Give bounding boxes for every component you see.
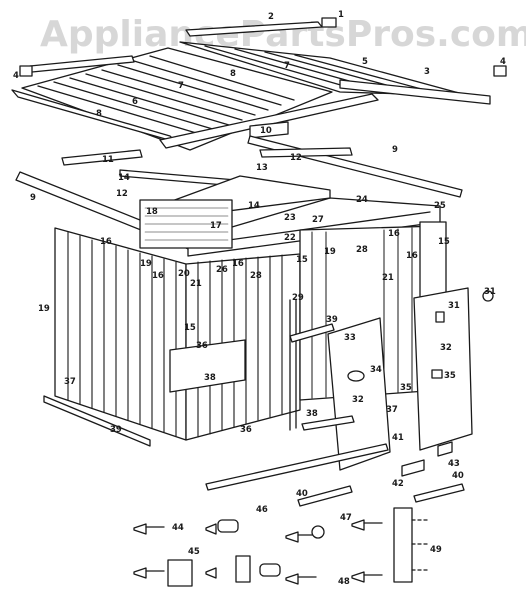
part-callout-15: 15 (438, 237, 450, 247)
rear-gable (139, 175, 331, 249)
part-callout-33: 33 (344, 333, 356, 343)
part-callout-16: 16 (152, 271, 164, 281)
part-callout-11: 11 (102, 155, 114, 165)
part-callout-35: 35 (400, 383, 412, 393)
floor-rail-right (289, 323, 465, 507)
part-callout-13: 13 (256, 163, 268, 173)
part-callout-22: 22 (284, 233, 296, 243)
sliding-door-right (413, 287, 473, 451)
part-callout-45: 45 (188, 547, 200, 557)
part-callout-4: 4 (500, 57, 506, 67)
watermark-text: AppliancePartsPros.com (40, 14, 526, 55)
part-callout-32: 32 (352, 395, 364, 405)
roof-beam (159, 93, 379, 149)
part-callout-21: 21 (190, 279, 202, 289)
part-callout-9: 9 (30, 193, 36, 203)
part-callout-27: 27 (312, 215, 324, 225)
part-callout-29: 29 (292, 293, 304, 303)
part-callout-36: 36 (196, 341, 208, 351)
part-callout-14: 14 (248, 201, 260, 211)
part-callout-48: 48 (338, 577, 350, 587)
part-callout-19: 19 (324, 247, 336, 257)
part-callout-15: 15 (184, 323, 196, 333)
part-callout-32: 32 (440, 343, 452, 353)
part-callout-7: 7 (178, 81, 184, 91)
part-callout-23: 23 (284, 213, 296, 223)
corner-bracket-right (401, 290, 494, 477)
roof-edge-trim (11, 55, 507, 143)
part-callout-12: 12 (290, 153, 302, 163)
floor-rail-left (43, 395, 151, 447)
part-callout-12: 12 (116, 189, 128, 199)
part-callout-16: 16 (100, 237, 112, 247)
part-callout-38: 38 (306, 409, 318, 419)
front-wall (169, 253, 301, 441)
part-callout-5: 5 (362, 57, 368, 67)
part-callout-20: 20 (178, 269, 190, 279)
part-callout-19: 19 (140, 259, 152, 269)
part-callout-16: 16 (232, 259, 244, 269)
part-callout-47: 47 (340, 513, 352, 523)
part-callout-46: 46 (256, 505, 268, 515)
part-callout-31: 31 (484, 287, 496, 297)
part-callout-38: 38 (204, 373, 216, 383)
gable-trim-right (247, 135, 463, 198)
part-callout-8: 8 (96, 109, 102, 119)
part-callout-4: 4 (13, 71, 19, 81)
part-callout-16: 16 (388, 229, 400, 239)
part-callout-19: 19 (38, 304, 50, 314)
part-callout-21: 21 (382, 273, 394, 283)
part-callout-36: 36 (240, 425, 252, 435)
part-callout-25: 25 (434, 201, 446, 211)
part-callout-1: 1 (338, 10, 344, 20)
part-callout-26: 26 (216, 265, 228, 275)
part-callout-3: 3 (424, 67, 430, 77)
part-callout-39: 39 (326, 315, 338, 325)
part-callout-17: 17 (210, 221, 222, 231)
part-callout-44: 44 (172, 523, 184, 533)
front-gable (187, 197, 441, 257)
part-callout-40: 40 (296, 489, 308, 499)
part-callout-16: 16 (406, 251, 418, 261)
part-callout-39: 39 (110, 425, 122, 435)
part-callout-37: 37 (64, 377, 76, 387)
part-callout-31: 31 (448, 301, 460, 311)
part-callout-28: 28 (356, 245, 368, 255)
hardware-screws (133, 519, 383, 585)
part-callout-34: 34 (370, 365, 382, 375)
part-callout-28: 28 (250, 271, 262, 281)
part-callout-6: 6 (132, 97, 138, 107)
floor-rail-front (205, 443, 389, 491)
roof-panel-left (21, 47, 333, 151)
part-callout-35: 35 (444, 371, 456, 381)
part-callout-18: 18 (146, 207, 158, 217)
part-callout-15: 15 (296, 255, 308, 265)
part-callout-14: 14 (118, 173, 130, 183)
hardware-clips (167, 507, 431, 587)
part-callout-8: 8 (230, 69, 236, 79)
roof-ridge-cap (185, 17, 337, 37)
part-callout-40: 40 (452, 471, 464, 481)
part-callout-9: 9 (392, 145, 398, 155)
part-callout-42: 42 (392, 479, 404, 489)
part-callout-37: 37 (386, 405, 398, 415)
part-callout-2: 2 (268, 12, 274, 22)
part-callout-24: 24 (356, 195, 368, 205)
part-callout-10: 10 (260, 126, 272, 136)
part-callout-43: 43 (448, 459, 460, 469)
part-callout-41: 41 (392, 433, 404, 443)
part-callout-7: 7 (284, 61, 290, 71)
door-track-post (289, 299, 297, 431)
part-callout-49: 49 (430, 545, 442, 555)
